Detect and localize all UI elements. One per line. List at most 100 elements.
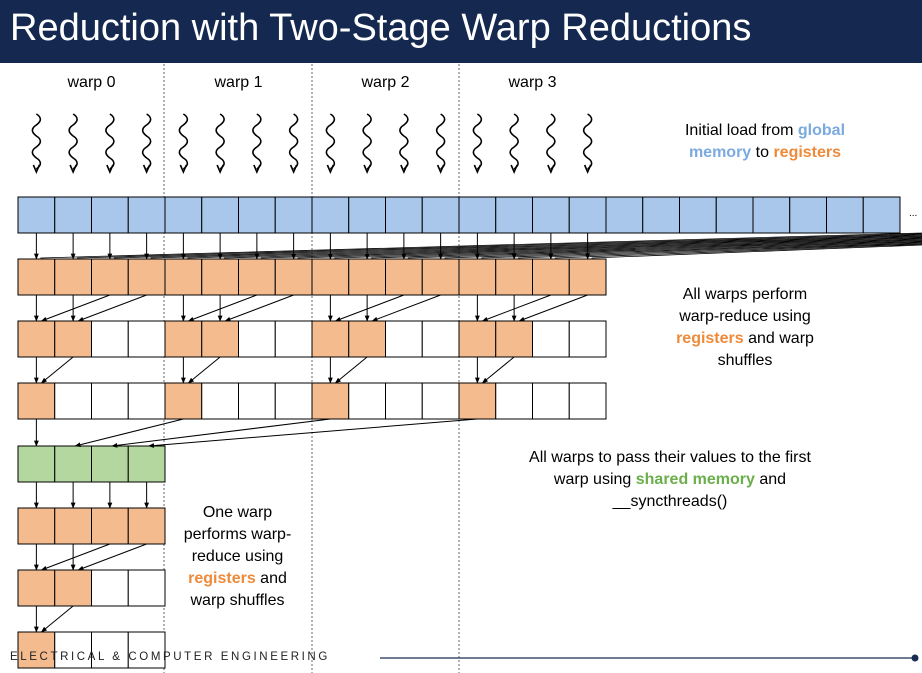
warp-label: warp 0 [66,74,115,91]
cell [91,507,129,545]
title-bar: Reduction with Two-Stage Warp Reductions [0,0,922,63]
cell [495,258,533,296]
load-overflow-line [481,242,922,259]
cell [385,320,423,358]
cell [532,258,570,296]
cell [495,320,533,358]
cell [532,320,570,358]
register-row-step1 [17,320,607,358]
cell [532,196,570,234]
cell [17,320,56,358]
warp-label: warp 2 [360,74,409,91]
note-all-warps: All warps perform warp-reduce using regi… [630,284,860,372]
thread-squiggle [472,113,483,175]
cell [17,445,56,483]
note-initial-global: global [797,122,846,139]
note-shared-shared-memory: shared memory [635,471,755,488]
shuffle-arrow [187,356,221,384]
cell [164,196,203,234]
shuffle-arrow [481,294,552,322]
register-row-warp0-step2 [17,631,166,669]
cell [54,258,92,296]
load-overflow-line [260,237,922,259]
cell [568,320,607,358]
shuffle-arrow [334,356,368,384]
cell [91,445,129,483]
cell [862,196,901,234]
cell [238,258,276,296]
cell [54,445,92,483]
cell [17,382,56,420]
cell [348,382,386,420]
cell [568,258,607,296]
cell [127,507,166,545]
cell [201,196,239,234]
shuffle-arrow [481,356,515,384]
shuffle-arrow [40,543,111,571]
cell [127,631,166,669]
cell [164,382,203,420]
note-one-warp-line-5: warp shuffles [190,592,285,609]
cell [17,196,56,234]
note-initial-memory: memory [688,144,752,161]
cell [54,320,92,358]
register-row-step2 [17,382,607,420]
cell [826,196,864,234]
footer-dot [911,654,919,662]
cell [164,258,203,296]
note-shared-line-2b: and [754,471,787,488]
note-all-warps-line-4: shuffles [717,352,773,369]
thread-squiggle [141,113,152,175]
cell [91,320,129,358]
cell [495,382,533,420]
register-row-warp0-step1 [17,569,166,607]
thread-squiggle [435,113,446,175]
load-overflow-line [591,244,922,259]
note-shared-memory: All warps to pass their values to the fi… [495,447,845,513]
cell [201,258,239,296]
shared-arrow [74,418,184,448]
slide-title: Reduction with Two-Stage Warp Reductions [10,7,752,49]
cell [54,569,92,607]
note-shared-syncthreads: __syncthreads() [612,493,728,510]
shuffle-arrow [371,294,441,322]
shuffle-arrow [334,294,405,322]
thread-squiggle [31,113,42,175]
cell [17,569,56,607]
shuffle-arrow [77,543,147,571]
shared-arrow [111,418,331,448]
load-overflow-line [334,239,922,259]
cell [127,258,166,296]
cell [458,258,497,296]
load-overflow-line [187,235,922,259]
note-shared-line-1: All warps to pass their values to the fi… [529,449,811,466]
cell [311,382,350,420]
cell [91,569,129,607]
shuffle-arrow [187,294,258,322]
cell [605,196,644,234]
footer-department: ELECTRICAL & COMPUTER ENGINEERING [10,651,330,663]
load-overflow-line [297,238,922,259]
shared-memory-row [17,445,166,483]
cell [91,631,129,669]
cell [348,196,386,234]
ellipsis-text: ... [909,208,917,219]
note-one-warp-line-4: and [255,570,287,587]
cell [274,196,313,234]
register-row-warp0 [17,507,166,545]
thread-squiggle [509,113,519,175]
cell [127,382,166,420]
shuffle-arrow [77,294,147,322]
cell [164,320,203,358]
cell [274,258,313,296]
cell [568,382,607,420]
shared-arrow [148,418,478,448]
note-all-warps-line-2: warp-reduce using [679,308,811,325]
load-overflow-line [518,243,922,259]
note-one-warp-line-2: performs warp- [183,526,292,543]
note-initial-registers: registers [773,144,842,161]
cell [532,382,570,420]
cell [127,569,166,607]
note-one-warp-line-1: One warp [202,504,273,521]
note-initial-text-1: Initial load from [684,122,798,139]
